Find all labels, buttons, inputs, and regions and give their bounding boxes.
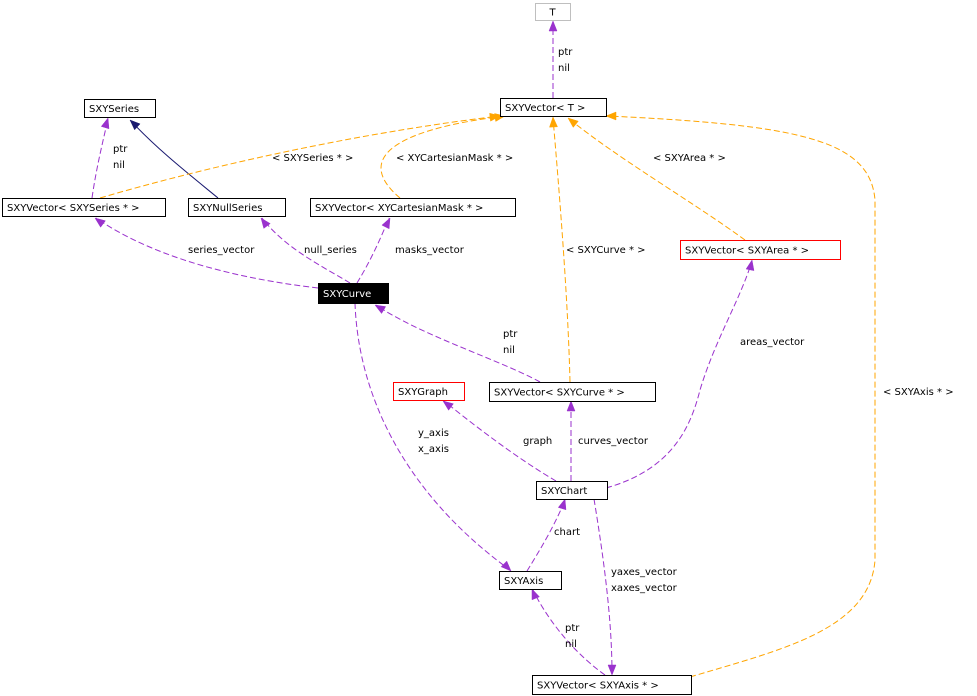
node-label: SXYVector< SXYArea * >: [685, 246, 809, 257]
node-sxynullseries[interactable]: SXYNullSeries: [188, 198, 286, 217]
edge-label-null-series: null_series: [304, 245, 357, 256]
node-sxyvector-t[interactable]: SXYVector< T >: [500, 98, 607, 117]
node-label: SXYCurve: [323, 289, 371, 300]
node-label: SXYVector< SXYSeries * >: [7, 203, 140, 214]
edge-axis-vector-template-arrowhead: [605, 111, 617, 121]
node-sxyaxis[interactable]: SXYAxis: [499, 571, 562, 590]
node-sxychart[interactable]: SXYChart: [536, 481, 608, 500]
edge-label-tmpl-axis: < SXYAxis * >: [883, 387, 954, 398]
node-sxyvector-sxycurve[interactable]: SXYVector< SXYCurve * >: [489, 382, 656, 402]
node-label: SXYNullSeries: [193, 203, 262, 214]
edge-curve-to-null-series-arrowhead: [260, 217, 271, 229]
edge-chart-to-graph: [443, 400, 557, 482]
node-box: [310, 198, 516, 217]
edge-label-masks-vector: masks_vector: [395, 245, 465, 256]
edge-label-yaxes-vector: yaxes_vector: [611, 567, 678, 578]
edge-label-axis-ptr: ptr: [565, 623, 580, 634]
node-box: [499, 571, 562, 590]
node-t[interactable]: T: [535, 3, 571, 21]
edge-curve-to-mask-vector: [356, 217, 390, 284]
edge-label-tmpl-area: < SXYArea * >: [653, 153, 726, 164]
edge-label-curves-vector: curves_vector: [578, 436, 649, 447]
node-label: SXYVector< SXYAxis * >: [537, 681, 659, 692]
edge-label-xaxes-vector: xaxes_vector: [611, 583, 678, 594]
edges: [91, 20, 876, 678]
edge-area-vector-template: [567, 117, 746, 241]
node-sxyseries[interactable]: SXYSeries: [84, 99, 156, 118]
edge-chart-to-axis-vector-arrowhead: [607, 664, 617, 676]
node-sxyvector-xycartesianmask[interactable]: SXYVector< XYCartesianMask * >: [310, 198, 516, 217]
edge-labels: ptr nil ptr nil < SXYSeries * > < XYCartesian…: [113, 47, 954, 650]
edge-label-graph: graph: [523, 436, 552, 447]
node-sxyvector-sxyaxis[interactable]: SXYVector< SXYAxis * >: [532, 675, 692, 695]
edge-label-curve-nil: nil: [503, 345, 515, 356]
edge-label-chart: chart: [554, 527, 580, 538]
node-sxygraph[interactable]: SXYGraph: [393, 382, 465, 401]
node-box: [535, 3, 571, 21]
edge-area-vector-template-arrowhead: [567, 117, 579, 128]
edge-curve-vector-to-curve: [375, 304, 541, 383]
edge-chart-to-area-vector: [605, 260, 753, 489]
node-label: SXYSeries: [89, 104, 139, 115]
node-box: [489, 382, 656, 402]
node-box: [536, 481, 608, 500]
node-box: [500, 98, 607, 117]
node-sxycurve[interactable]: SXYCurve: [318, 283, 389, 304]
edge-axis-vector-to-axis: [532, 589, 606, 676]
edge-series-to-series-vector: [91, 118, 109, 199]
edge-label-tmpl-mask: < XYCartesianMask * >: [396, 153, 513, 164]
edge-label-y-axis: y_axis: [418, 428, 449, 439]
edge-curve-to-series-vector-arrowhead: [94, 217, 106, 228]
edge-label-x-axis: x_axis: [418, 444, 449, 455]
node-label: SXYChart: [541, 486, 587, 497]
edge-chart-to-area-vector-arrowhead: [745, 259, 755, 271]
edge-axis-to-curve-arrowhead: [500, 560, 512, 572]
edge-label-curve-ptr: ptr: [503, 329, 518, 340]
node-box: [2, 198, 166, 217]
edge-series-to-null-series: [130, 120, 219, 199]
node-label: SXYVector< T >: [505, 103, 585, 114]
node-sxyvector-sxyarea[interactable]: SXYVector< SXYArea * >: [680, 240, 841, 260]
node-box: [393, 382, 465, 401]
node-box: [188, 198, 286, 217]
node-label: T: [548, 8, 556, 19]
node-box: [532, 675, 692, 695]
edge-label-series-nil: nil: [113, 160, 125, 171]
node-sxyvector-sxyseries[interactable]: SXYVector< SXYSeries * >: [2, 198, 166, 217]
edge-t-to-vector-t-arrowhead: [548, 20, 558, 32]
node-label: SXYAxis: [504, 576, 543, 587]
edge-label-tmpl-series: < SXYSeries * >: [272, 153, 353, 164]
node-label: SXYGraph: [398, 387, 448, 398]
edge-series-to-series-vector-arrowhead: [100, 117, 110, 130]
edge-label-tmpl-curve: < SXYCurve * >: [566, 245, 646, 256]
node-box: [680, 240, 841, 260]
edge-label-t-nil: nil: [558, 63, 570, 74]
node-label: SXYVector< XYCartesianMask * >: [315, 203, 483, 214]
edge-label-axis-nil: nil: [565, 639, 577, 650]
edge-chart-to-axis-vector: [593, 498, 613, 675]
edge-axis-to-chart-arrowhead: [557, 498, 567, 511]
edge-curve-to-null-series: [261, 217, 351, 284]
edge-label-series-ptr: ptr: [113, 144, 128, 155]
node-box: [84, 99, 156, 118]
edge-series-to-null-series-arrowhead: [129, 119, 141, 131]
node-label: SXYVector< SXYCurve * >: [494, 388, 625, 399]
edge-curve-vector-template-arrowhead: [549, 116, 558, 128]
edge-axis-vector-template: [607, 115, 876, 678]
edge-chart-to-curve-vector-arrowhead: [566, 400, 576, 412]
edge-label-series-vector: series_vector: [188, 245, 255, 256]
edge-axis-vector-to-axis-arrowhead: [531, 588, 540, 601]
edge-mask-vector-template: [380, 115, 506, 199]
edge-label-t-ptr: ptr: [558, 47, 573, 58]
edge-curve-vector-to-curve-arrowhead: [374, 304, 387, 314]
edge-curve-vector-template: [552, 117, 571, 383]
edge-label-areas-vector: areas_vector: [740, 337, 805, 348]
node-box: [318, 283, 389, 304]
edge-curve-to-mask-vector-arrowhead: [381, 217, 391, 230]
edge-chart-to-graph-arrowhead: [442, 400, 454, 411]
edge-series-vector-template: [99, 115, 501, 199]
